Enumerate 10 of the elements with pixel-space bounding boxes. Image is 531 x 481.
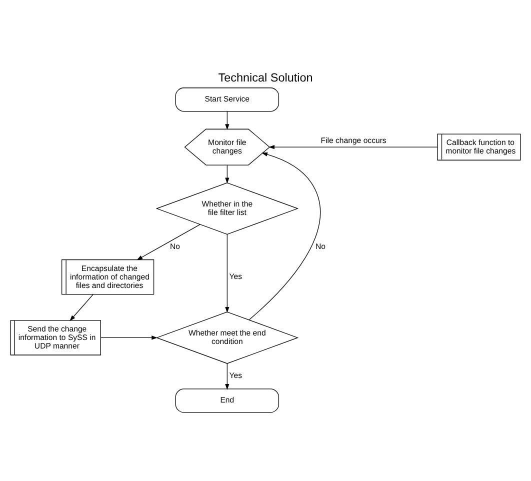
arrow [225, 362, 230, 390]
arrow [248, 152, 320, 320]
arrow [225, 110, 230, 130]
arrow [136, 224, 200, 260]
diagram-title: Technical Solution [218, 71, 313, 84]
arrow [225, 164, 230, 184]
arrow [100, 335, 158, 340]
arrow [225, 234, 230, 312]
arrow [70, 294, 94, 321]
arrow [268, 144, 438, 149]
